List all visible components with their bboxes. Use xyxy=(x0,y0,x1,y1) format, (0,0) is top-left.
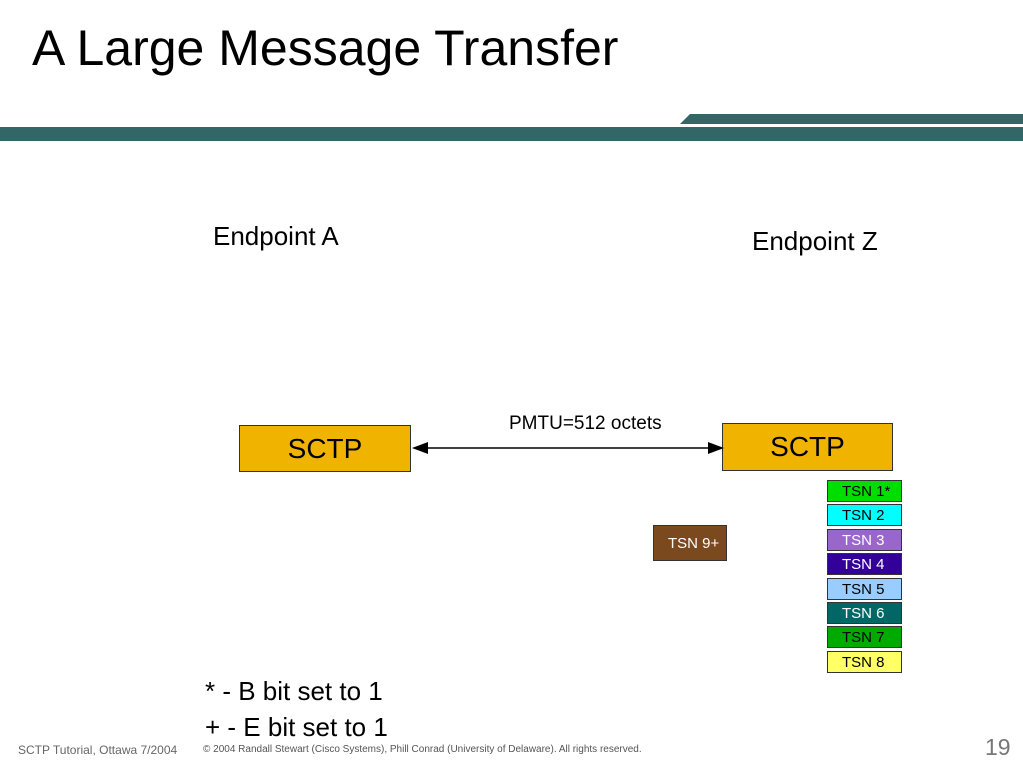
sctp-box-label: SCTP xyxy=(770,431,845,462)
endpoint-z-label: Endpoint Z xyxy=(752,226,878,256)
link-label: PMTU=512 octets xyxy=(509,413,662,434)
chunk-received: TSN 3 xyxy=(827,529,902,551)
chunk-received: TSN 2 xyxy=(827,504,902,526)
chunk-label: TSN 6 xyxy=(842,604,885,622)
legend-e-bit: + - E bit set to 1 xyxy=(205,712,388,742)
chunk-in-flight: TSN 9+ xyxy=(653,525,727,561)
chunk-label: TSN 3 xyxy=(842,531,885,549)
footer-copyright: © 2004 Randall Stewart (Cisco Systems), … xyxy=(203,744,642,755)
banner-bar xyxy=(0,127,1023,141)
endpoint-a-label: Endpoint A xyxy=(213,221,339,251)
chunk-label: TSN 4 xyxy=(842,555,885,573)
chunk-received: TSN 5 xyxy=(827,578,902,600)
chunk-received: TSN 1* xyxy=(827,480,902,502)
chunk-received: TSN 7 xyxy=(827,626,902,648)
legend-b-bit: * - B bit set to 1 xyxy=(205,676,383,706)
chunk-label: TSN 7 xyxy=(842,628,885,646)
chunk-received: TSN 6 xyxy=(827,602,902,624)
page-number: 19 xyxy=(985,734,1011,760)
title-banner xyxy=(0,114,1023,141)
double-arrow-link xyxy=(412,442,724,454)
sctp-box-label: SCTP xyxy=(287,432,363,464)
arrowhead-right-icon xyxy=(708,442,724,454)
chunk-received: TSN 8 xyxy=(827,651,902,673)
chunk-label: TSN 1* xyxy=(842,482,891,500)
chunk-label: TSN 2 xyxy=(842,506,885,524)
slide-title: A Large Message Transfer xyxy=(32,20,619,76)
chunk-label: TSN 8 xyxy=(842,653,885,671)
arrowhead-left-icon xyxy=(412,442,428,454)
sctp-box-endpoint-a: SCTP xyxy=(239,425,411,472)
banner-tab xyxy=(680,114,1023,124)
sctp-box-endpoint-z: SCTP xyxy=(722,423,893,471)
chunk-label: TSN 9+ xyxy=(668,534,720,552)
footer-event: SCTP Tutorial, Ottawa 7/2004 xyxy=(18,743,178,757)
chunk-received: TSN 4 xyxy=(827,553,902,575)
chunk-label: TSN 5 xyxy=(842,580,885,598)
